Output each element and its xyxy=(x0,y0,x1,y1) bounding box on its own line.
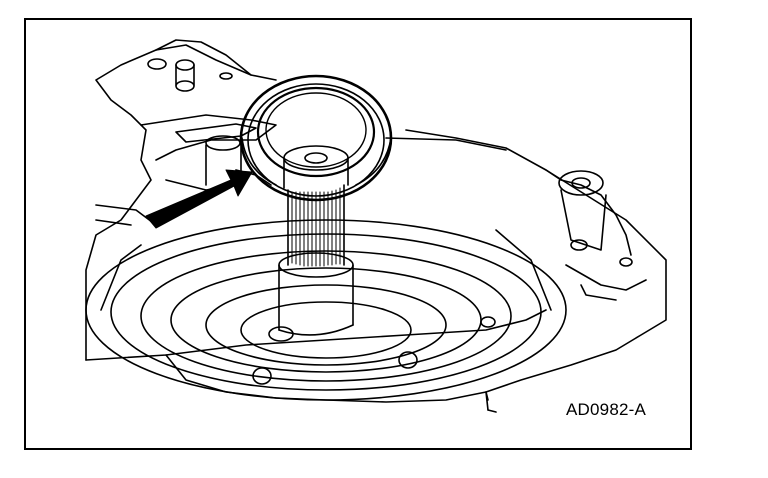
upper-post xyxy=(175,64,195,86)
shaft-top-sides xyxy=(283,157,349,189)
bore-ring-5 xyxy=(205,284,447,366)
case-outline xyxy=(85,44,277,361)
seal-body xyxy=(241,137,392,186)
lower-hole-center xyxy=(398,351,418,369)
right-boss-stem xyxy=(560,189,607,251)
right-hole-1 xyxy=(570,239,588,251)
case-lower-detail xyxy=(485,391,497,413)
right-rib-2 xyxy=(580,284,617,301)
lower-hole-base xyxy=(268,326,294,342)
transmission-seal-illustration xyxy=(85,39,667,413)
bore-ring-2 xyxy=(110,233,542,391)
right-hole-2 xyxy=(619,257,633,267)
left-bracket xyxy=(140,114,277,161)
upper-rib xyxy=(155,39,252,76)
indicator-arrow-icon xyxy=(145,169,253,229)
seal-inner-lip xyxy=(256,86,376,178)
right-flange xyxy=(545,169,632,256)
case-right-outline xyxy=(405,129,667,393)
lower-hole-left xyxy=(252,367,272,385)
bore-step-left xyxy=(100,244,142,311)
bore-ring-4 xyxy=(170,267,482,373)
bore-ring-3 xyxy=(140,250,512,382)
right-boss-outer xyxy=(558,170,604,196)
seal-inner-lip-2 xyxy=(265,92,367,168)
upper-boss-right xyxy=(219,72,233,80)
right-rib xyxy=(565,264,647,291)
shaft-spline-body xyxy=(287,184,345,266)
shaft-bore xyxy=(304,152,328,164)
figure-code-label: AD0982-A xyxy=(566,400,647,419)
upper-post-bottom xyxy=(175,80,195,92)
bore-step-right xyxy=(495,229,552,311)
right-boss-inner xyxy=(571,177,591,189)
bore-ring-6 xyxy=(240,301,412,359)
lower-hole-right xyxy=(480,316,496,328)
case-rim-behind-seal xyxy=(385,137,507,151)
seal-outer-rim-2 xyxy=(247,83,385,197)
upper-boss-left xyxy=(147,58,167,70)
shaft-base-sides xyxy=(278,264,354,331)
case-bottom-edge xyxy=(85,309,547,361)
shaft-splines xyxy=(291,187,341,267)
figure-frame: AD0982-A xyxy=(24,18,692,450)
left-arm xyxy=(95,204,157,226)
shaft-base-bottom xyxy=(278,324,354,336)
bore-ring-1 xyxy=(85,219,567,401)
case-lower-flange xyxy=(165,354,489,411)
seal-outer-rim xyxy=(239,74,393,202)
upper-post-top xyxy=(175,59,195,71)
